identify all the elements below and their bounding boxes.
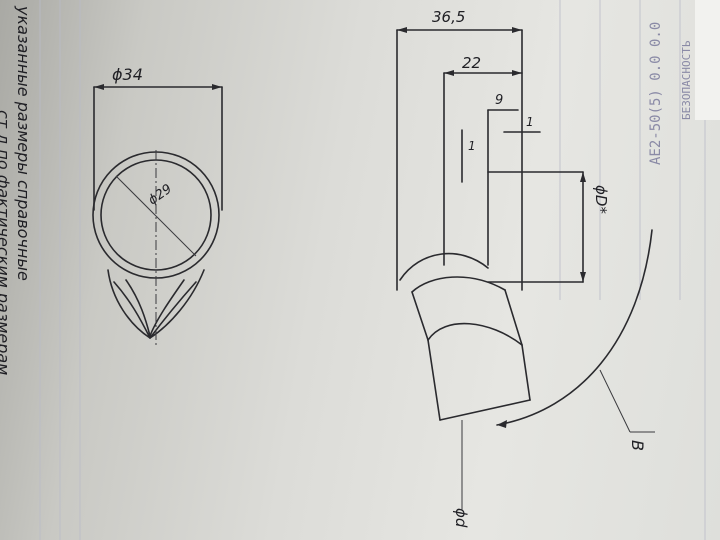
arrow-left <box>94 84 104 90</box>
outlet-right-edge <box>504 289 523 346</box>
angle-arc-B <box>496 229 653 426</box>
tube-end <box>439 399 531 421</box>
arrow-22-right <box>512 70 522 76</box>
dimension-label-36-5: 36,5 <box>432 8 465 26</box>
dimension-label-34: ϕ34 <box>112 65 143 84</box>
dimension-label-22: 22 <box>462 54 481 72</box>
lip-curve-3 <box>125 279 151 337</box>
dimension-label-D: ϕD* <box>592 185 610 214</box>
outlet-left-edge <box>411 291 429 341</box>
section-view: 36,5 22 9 1 1 ϕD* B ϕd <box>396 8 655 528</box>
end-view: ϕ34 ϕ29 <box>92 65 223 345</box>
lip-curve-2 <box>149 281 197 339</box>
dimension-label-9: 9 <box>495 93 503 108</box>
lip-curve-4 <box>149 279 185 337</box>
arrow-right <box>212 84 222 90</box>
tube-left <box>427 339 441 421</box>
paper-edge <box>695 0 720 120</box>
outlet-opening <box>427 322 523 346</box>
bend-outer-curve <box>399 252 489 281</box>
tube-right <box>521 344 531 401</box>
note-line-1: указанные размеры справочные <box>14 5 33 281</box>
arrow-36-5-right <box>512 27 522 33</box>
dimension-label-29: ϕ29 <box>146 182 175 209</box>
lip-curve-1 <box>113 281 151 339</box>
arrow-D-bottom <box>580 272 586 282</box>
note-line-2: ст.д по фактическим размерам <box>0 110 13 375</box>
arrow-36-5-left <box>397 27 407 33</box>
arrow-D-top <box>580 172 586 182</box>
bend-inner-curve <box>411 276 506 293</box>
angle-arrow <box>497 420 507 428</box>
dimension-label-d: ϕd <box>452 508 470 528</box>
dimension-label-1-side: 1 <box>468 139 476 153</box>
stamp-text: АЕ2-50(5) 0.0 0.0 <box>648 22 664 165</box>
leader-B <box>599 369 631 433</box>
paper-ruling <box>39 0 706 540</box>
diameter-line-29 <box>115 175 197 257</box>
angle-label-B: B <box>628 440 647 451</box>
stamp-text-2: БЕЗОПАСНОСТЬ <box>680 40 693 120</box>
arrow-22-left <box>444 70 454 76</box>
dimension-label-1: 1 <box>526 115 534 129</box>
